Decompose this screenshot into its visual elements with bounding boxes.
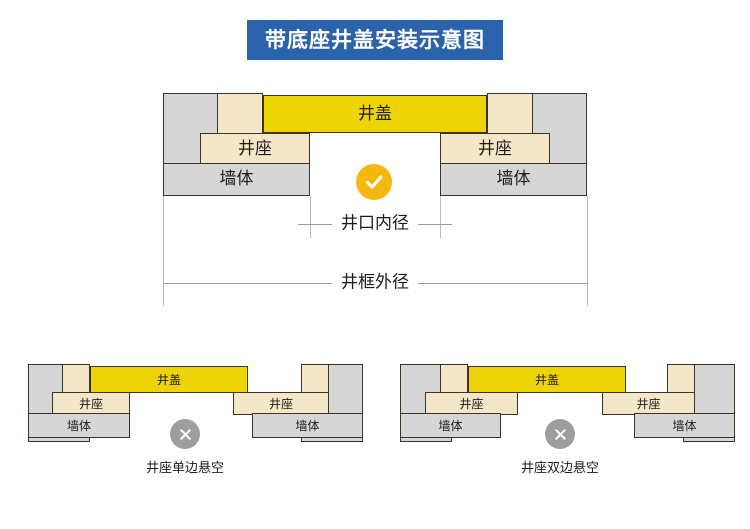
main-right-wall-label: 墙体 xyxy=(496,169,531,189)
bad-example-single-side-caption: 井座单边悬空 xyxy=(145,461,225,476)
inner-dim-ext-right xyxy=(440,196,441,238)
br-right-base-label: 井座 xyxy=(636,396,661,411)
br-right-wall-label: 墙体 xyxy=(672,418,697,433)
br-left-wall: 墙体 xyxy=(400,413,501,438)
main-left-base: 井座 xyxy=(200,133,310,165)
bl-cover-label: 井盖 xyxy=(156,372,181,387)
bl-right-base-riser xyxy=(301,364,329,394)
br-right-base-riser xyxy=(667,364,695,394)
br-left-base-riser xyxy=(440,364,468,394)
main-left-wall: 墙体 xyxy=(163,163,310,196)
main-right-base-label: 井座 xyxy=(478,138,512,159)
main-right-wall: 墙体 xyxy=(440,163,587,196)
x-circle-icon xyxy=(170,419,200,449)
br-left-base: 井座 xyxy=(425,392,518,415)
bl-right-base-label: 井座 xyxy=(268,396,293,411)
br-cover-label: 井盖 xyxy=(534,372,559,387)
main-cover: 井盖 xyxy=(263,95,487,133)
x-circle-icon xyxy=(545,419,575,449)
page-title: 带底座井盖安装示意图 xyxy=(265,27,485,52)
title-banner: 带底座井盖安装示意图 xyxy=(247,20,503,60)
outer-dim-label: 井框外径 xyxy=(332,274,418,292)
bl-left-base-label: 井座 xyxy=(78,396,103,411)
br-left-base-label: 井座 xyxy=(459,396,484,411)
main-left-wall-label: 墙体 xyxy=(219,169,254,189)
bad-example-double-side-caption: 井座双边悬空 xyxy=(520,461,600,476)
br-right-base: 井座 xyxy=(602,392,695,415)
outer-dim-ext-right xyxy=(587,196,588,306)
inner-dim-ext-left xyxy=(310,196,311,238)
bl-left-wall: 墙体 xyxy=(28,413,130,438)
bl-right-base: 井座 xyxy=(233,392,329,415)
bl-right-wall: 墙体 xyxy=(252,413,363,438)
br-left-wall-label: 墙体 xyxy=(438,418,463,433)
bl-right-wall-label: 墙体 xyxy=(295,418,320,433)
bl-left-wall-label: 墙体 xyxy=(66,418,91,433)
bl-left-base: 井座 xyxy=(52,392,130,415)
br-cover: 井盖 xyxy=(468,366,626,393)
bl-left-base-riser xyxy=(62,364,90,394)
outer-dim-ext-left xyxy=(163,196,164,306)
main-cover-label: 井盖 xyxy=(358,103,392,124)
check-circle-icon xyxy=(356,164,392,200)
main-right-base: 井座 xyxy=(440,133,550,165)
main-left-base-label: 井座 xyxy=(238,138,272,159)
main-right-base-riser xyxy=(487,93,533,135)
bl-cover: 井盖 xyxy=(90,366,248,393)
main-left-base-riser xyxy=(217,93,263,135)
inner-dim-label: 井口内径 xyxy=(332,215,418,233)
br-right-wall: 墙体 xyxy=(634,413,735,438)
